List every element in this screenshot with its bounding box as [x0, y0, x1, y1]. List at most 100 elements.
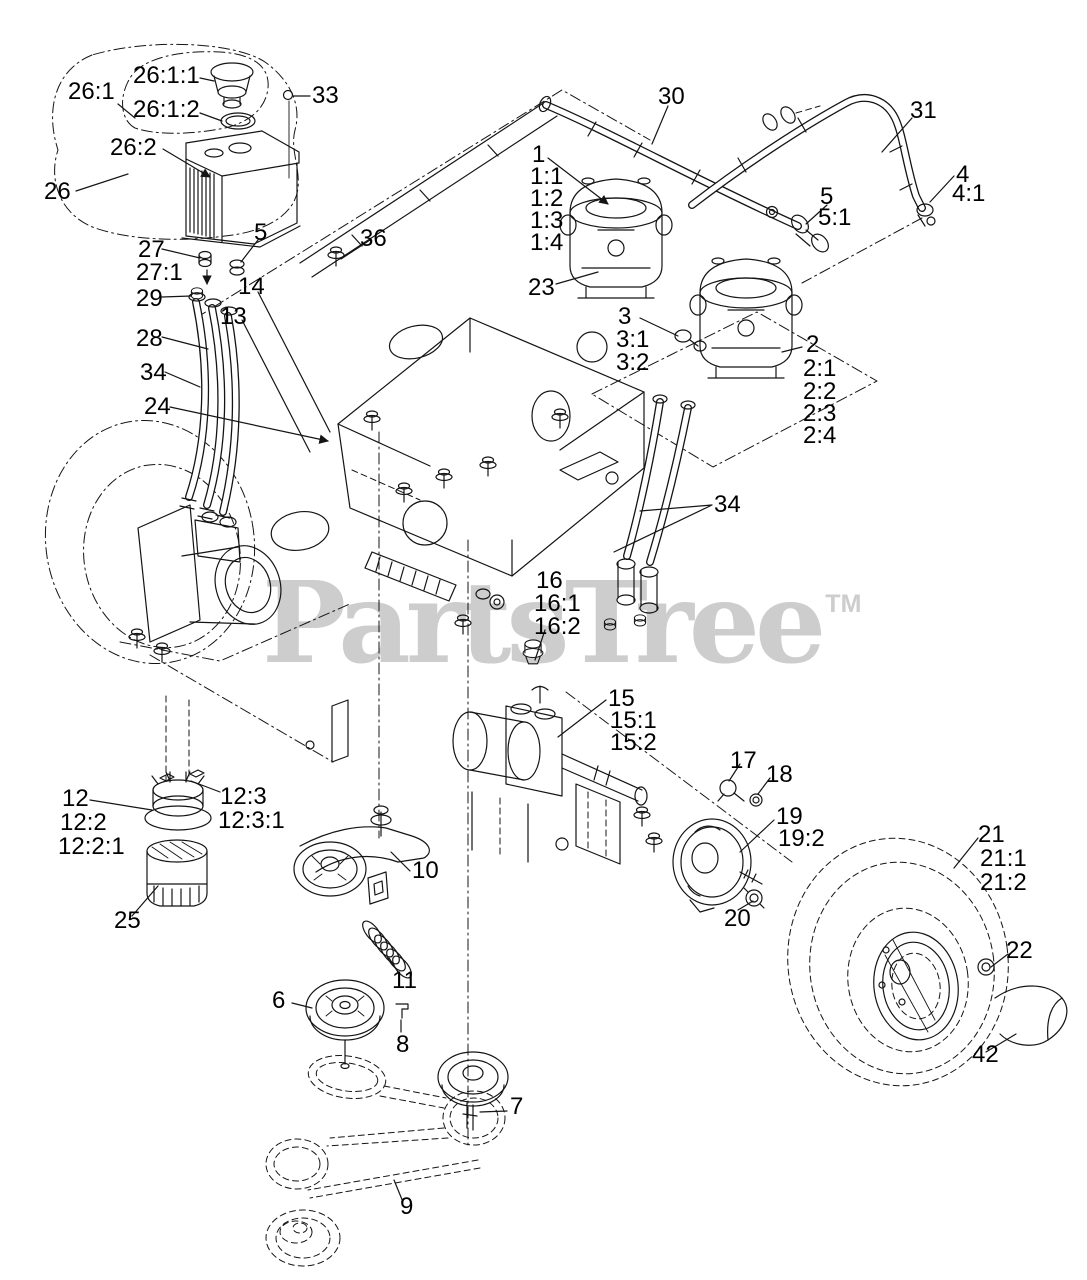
leader-lines [75, 77, 1017, 1203]
callout-1-3: 1:3 [530, 207, 564, 234]
callout-5: 5 [820, 183, 834, 210]
callout-18: 18 [766, 761, 793, 788]
transaxle-assembly [452, 685, 793, 865]
bolt-20 [743, 887, 765, 909]
rear-tire [787, 837, 1009, 1087]
callout-1-2: 1:2 [530, 185, 564, 212]
callout-9: 9 [400, 1193, 414, 1220]
fitting-27 [198, 250, 212, 268]
wheel-motor [128, 504, 282, 663]
callout-12-2: 12:2 [60, 809, 107, 836]
callout-19: 19 [776, 803, 803, 830]
callout-26-1: 26:1 [68, 78, 115, 105]
pulley-7 [437, 1051, 509, 1131]
callout-21: 21 [978, 821, 1005, 848]
callout-17: 17 [730, 747, 757, 774]
callout-26-1-1: 26:1:1 [133, 62, 200, 89]
callout-23: 23 [528, 274, 555, 301]
callout-2-2: 2:2 [803, 378, 837, 405]
callout-27: 27 [138, 236, 165, 263]
plug-3 [674, 329, 707, 352]
callout-3-2: 3:2 [616, 349, 650, 376]
crank-pulley-phantom [265, 1209, 341, 1267]
callout-42: 42 [972, 1041, 999, 1068]
fitting-4 [916, 203, 936, 227]
callout-16-2: 16:2 [534, 613, 581, 640]
callout-6: 6 [272, 987, 286, 1014]
watermark-text: PartsTree [262, 558, 826, 689]
frame-phantom-lines [119, 89, 923, 1149]
callout-1-1: 1:1 [530, 163, 564, 190]
callout-26: 26 [44, 178, 71, 205]
callout-34: 34 [714, 491, 741, 518]
callout-3-1: 3:1 [616, 326, 650, 353]
hoses-right-pair [603, 394, 696, 631]
hose-clamps [762, 105, 821, 131]
callout-12: 12 [62, 785, 89, 812]
callout-12-2-1: 12:2:1 [58, 833, 125, 860]
callout-10: 10 [412, 857, 439, 884]
reservoir-tank [181, 130, 301, 248]
callout-15-2: 15:2 [610, 729, 657, 756]
callout-1-4: 1:4 [530, 229, 564, 256]
callout-16-1: 16:1 [534, 590, 581, 617]
callout-4: 4 [956, 161, 970, 188]
callout-36: 36 [360, 225, 387, 252]
callout-2: 2 [806, 331, 820, 358]
oil-reservoir-group [52, 43, 345, 300]
callout-25: 25 [114, 907, 141, 934]
pulley-6 [305, 979, 385, 1070]
callout-34: 34 [140, 359, 167, 386]
callout-21-2: 21:2 [980, 869, 1027, 896]
callout-2-1: 2:1 [803, 355, 837, 382]
callout-26-1-2: 26:1:2 [133, 96, 200, 123]
callout-15: 15 [608, 685, 635, 712]
idler-arm [293, 805, 430, 905]
callout-3: 3 [618, 303, 632, 330]
callout-7: 7 [510, 1093, 524, 1120]
washer-18 [749, 793, 763, 807]
callout-15-1: 15:1 [610, 707, 657, 734]
callout-27-1: 27:1 [136, 259, 183, 286]
watermark-tm: TM [825, 589, 862, 618]
fitting-5-right [765, 205, 829, 253]
hoses-left-bundle [179, 292, 240, 520]
callout-31: 31 [910, 97, 937, 124]
callout-20: 20 [724, 905, 751, 932]
key-17 [717, 779, 745, 802]
callout-11: 11 [392, 967, 417, 994]
brake-hub [672, 818, 763, 913]
callout-5-1: 5:1 [818, 204, 852, 231]
pin-8 [395, 1003, 409, 1019]
valve-stem-22 [977, 958, 995, 976]
callout-12-3-1: 12:3:1 [218, 807, 285, 834]
callout-33: 33 [312, 82, 339, 109]
callout-24: 24 [144, 393, 171, 420]
callout-2-3: 2:3 [803, 400, 837, 427]
callout-2-4: 2:4 [803, 422, 837, 449]
callout-28: 28 [136, 325, 163, 352]
callout-5: 5 [254, 219, 268, 246]
washer-5-top [229, 259, 245, 276]
engine-block [270, 317, 645, 635]
callout-22: 22 [1006, 937, 1033, 964]
oil-filter-adapter [144, 769, 212, 831]
callout-16: 16 [536, 567, 563, 594]
screw-33 [282, 89, 294, 179]
spring-11 [362, 920, 412, 979]
callout-26-2: 26:2 [110, 134, 157, 161]
callout-19-2: 19:2 [778, 825, 825, 852]
reservoir-cap [210, 62, 254, 109]
callout-12-3: 12:3 [220, 783, 267, 810]
flap-42 [994, 985, 1068, 1046]
callout-1: 1 [532, 141, 546, 168]
callout-13: 13 [220, 303, 247, 330]
callout-30: 30 [658, 83, 685, 110]
callout-21-1: 21:1 [980, 845, 1027, 872]
callout-29: 29 [136, 285, 163, 312]
callout-4-1: 4:1 [952, 180, 986, 207]
